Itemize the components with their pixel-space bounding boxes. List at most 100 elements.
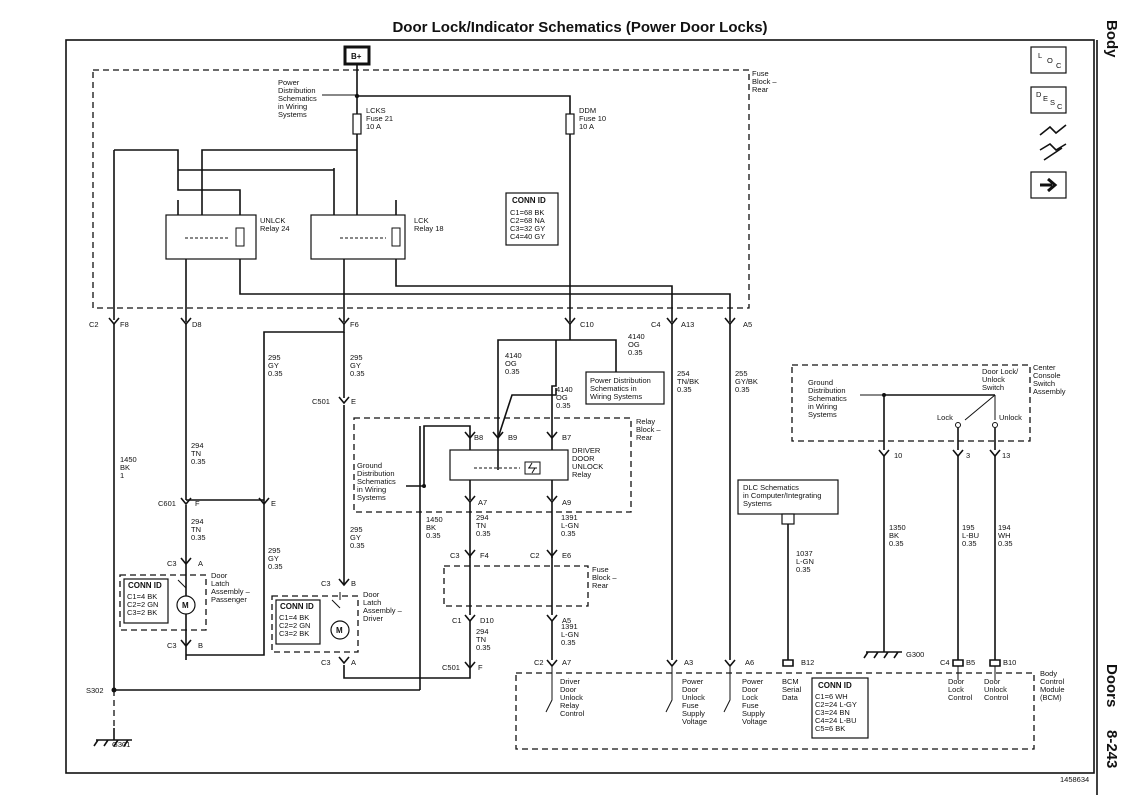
svg-text:A9: A9 (562, 498, 571, 507)
relay-lock: LCK Relay 18 (310, 200, 444, 279)
svg-text:D8: D8 (192, 320, 202, 329)
loc-icon[interactable]: L O C (1030, 46, 1067, 74)
svg-text:B10: B10 (1003, 658, 1016, 667)
svg-text:B: B (351, 579, 356, 588)
fuse-block-2-pins: C3 F4 C2 E6 C1 D10 A5 (450, 549, 571, 625)
svg-text:B5: B5 (966, 658, 975, 667)
svg-text:B12: B12 (801, 658, 814, 667)
ground-g300: G300 (863, 640, 924, 659)
svg-text:E: E (351, 397, 356, 406)
battery-positive: B+ (343, 45, 371, 66)
svg-text:O: O (1047, 56, 1053, 65)
svg-text:L: L (1038, 51, 1042, 60)
svg-text:C3: C3 (167, 641, 177, 650)
fuse-block-rear (92, 69, 750, 309)
svg-text:UNLCK: UNLCK (260, 216, 285, 225)
page-frame (65, 39, 1095, 774)
svg-text:13: 13 (1002, 451, 1010, 460)
side-label-page: 8-243 (1103, 730, 1120, 768)
svg-text:B8: B8 (474, 433, 483, 442)
svg-text:Relay 24: Relay 24 (260, 224, 290, 233)
svg-text:Relay 18: Relay 18 (414, 224, 444, 233)
svg-text:A7: A7 (562, 658, 571, 667)
svg-text:C501: C501 (442, 663, 460, 672)
svg-text:C4: C4 (940, 658, 950, 667)
svg-text:C2: C2 (530, 551, 540, 560)
page-title: Door Lock/Indicator Schematics (Power Do… (392, 19, 767, 36)
svg-text:A13: A13 (681, 320, 694, 329)
arrow-icon[interactable] (1030, 171, 1067, 199)
c501-lower: C501 F (442, 661, 483, 672)
svg-text:A3: A3 (684, 658, 693, 667)
svg-text:F8: F8 (120, 320, 129, 329)
svg-text:CONN ID: CONN ID (512, 196, 546, 205)
svg-text:S: S (1050, 98, 1055, 107)
svg-text:C3: C3 (321, 579, 331, 588)
svg-text:D10: D10 (480, 616, 494, 625)
svg-text:LCK: LCK (414, 216, 429, 225)
svg-text:C: C (1057, 102, 1063, 111)
svg-text:C501: C501 (312, 397, 330, 406)
figure-id: 1458634 (1060, 775, 1089, 784)
ground-g301: G301 (93, 728, 132, 749)
svg-text:CONN ID: CONN ID (128, 581, 162, 590)
svg-text:F4: F4 (480, 551, 489, 560)
svg-text:G300: G300 (906, 650, 924, 659)
relay-block-rear (353, 417, 632, 513)
svg-text:A: A (351, 658, 356, 667)
svg-text:D: D (1036, 90, 1042, 99)
svg-text:B+: B+ (351, 52, 362, 61)
svg-text:F6: F6 (350, 320, 359, 329)
fuse-block-pins: C2 F8 D8 F6 C10 C4 A13 A5 (89, 320, 752, 329)
bcm-pins: C2 A7 A3 A6 B12 C4 B5 B10 (534, 658, 1016, 668)
desc-icon[interactable]: D E S C (1030, 86, 1067, 114)
splice-s302: S302 (86, 686, 420, 728)
svg-text:E: E (1043, 94, 1048, 103)
svg-text:G301: G301 (112, 740, 130, 749)
svg-text:C2: C2 (89, 320, 99, 329)
svg-text:3: 3 (966, 451, 970, 460)
svg-text:10: 10 (894, 451, 902, 460)
svg-text:A7: A7 (478, 498, 487, 507)
conn-icon[interactable] (1039, 124, 1067, 161)
c501-connector: C501 E (312, 396, 356, 406)
fuse-block-rear-2 (443, 565, 589, 607)
svg-text:B7: B7 (562, 433, 571, 442)
svg-text:A5: A5 (562, 616, 571, 625)
